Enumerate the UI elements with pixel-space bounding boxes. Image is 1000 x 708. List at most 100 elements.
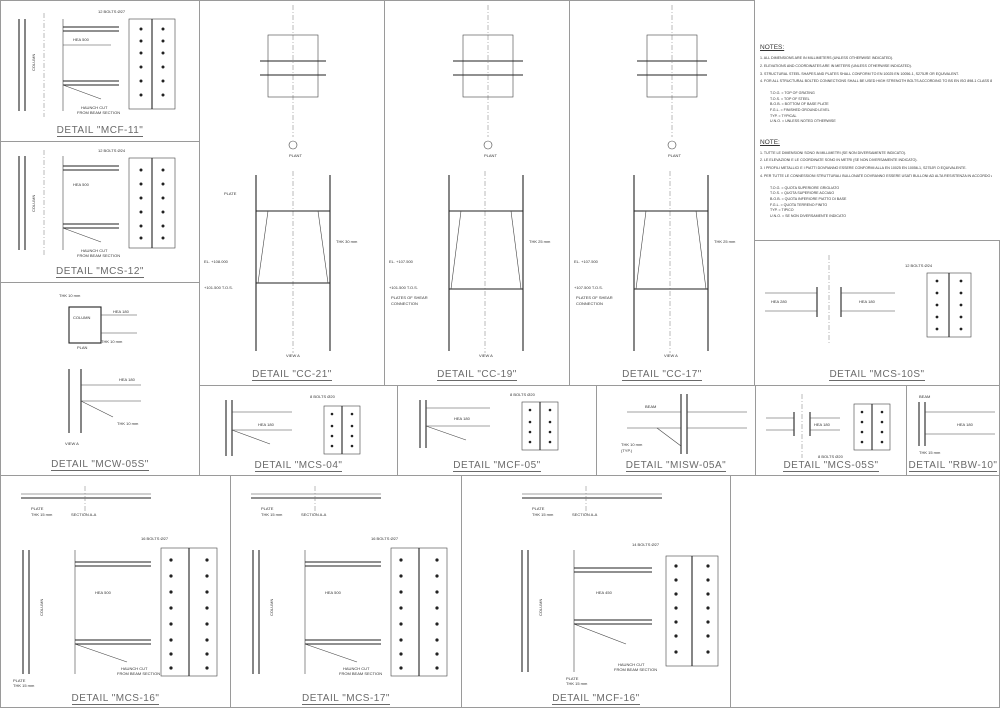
notes-block: NOTES: 1. ALL DIMENSIONS ARE IN MILLIMET… (760, 44, 992, 219)
section-label: SECTION A-A (572, 512, 598, 517)
haunch-label: HAUNCH CUT (81, 248, 108, 253)
typ-label: (TYP.) (621, 448, 633, 453)
detail-title: DETAIL "MCS-16" (71, 693, 160, 705)
bolts-label: 16 BOLTS Ø27 (371, 536, 399, 541)
elevation-label: EL. +107.500 (389, 259, 414, 264)
bolts-label: 12 BOLTS Ø24 (98, 148, 126, 153)
detail-mcs-04: HEA 180 8 BOLTS Ø20 DETAIL "MCS-04" (199, 385, 398, 476)
note-item: 2. ELEVATIONS AND COORDINATES ARE IN MET… (760, 63, 912, 68)
plan-label: PLANT (289, 153, 302, 158)
thickness-label: THK 10 mm (621, 442, 643, 447)
detail-title: DETAIL "MCS-04" (254, 460, 343, 472)
detail-cc-19: PLANT EL. +107.500 +101.500 T.O.S. THK 2… (384, 0, 570, 386)
section-label: HEA 500 (73, 182, 90, 187)
detail-mcf-05-drawing: HEA 180 8 BOLTS Ø20 (419, 392, 559, 451)
abbrev-item: T.O.G. = TOP OF GRATING (770, 91, 815, 96)
detail-title: DETAIL "CC-17" (622, 369, 702, 381)
view-label: VIEW A (286, 353, 300, 358)
bolt-group (935, 279, 963, 331)
detail-title: DETAIL "MCS-12" (56, 266, 144, 278)
detail-mcs-05s: HEA 180 8 BOLTS Ø20 DETAIL "MCS-05S" (755, 385, 907, 476)
detail-cc-19-drawing: PLANT EL. +107.500 +101.500 T.O.S. THK 2… (389, 5, 551, 358)
detail-title: DETAIL "CC-19" (437, 369, 517, 381)
note-item-it: 4. PER TUTTE LE CONNESSIONI STRUTTURALI … (760, 174, 992, 179)
column-label: COLUMN (269, 599, 274, 616)
haunch-label: HAUNCH CUT (81, 105, 108, 110)
haunch-label: HAUNCH CUT (618, 662, 645, 667)
note-item: 4. FOR ALL STRUCTURAL BOLTED CONNECTIONS… (760, 79, 992, 84)
haunch-label-2: FROM BEAM SECTION (339, 671, 382, 676)
elevation-label-2: +101.500 T.O.S. (204, 285, 233, 290)
abbrev-item-it: F.G.L. = QUOTA TERRENO FINITO (770, 202, 828, 207)
detail-mcs-17: PLATE THK 15 mm SECTION A-A COLUMN HEA 5… (230, 475, 462, 708)
column-label: COLUMN (73, 315, 90, 320)
bolt-group (674, 564, 710, 654)
detail-mcf-16: PLATE THK 15 mm SECTION A-A COLUMN HEA 4… (461, 475, 731, 708)
bolt-group (169, 558, 209, 670)
thickness-label-2: THK 10 mm (101, 339, 123, 344)
detail-cc-17: PLANT EL. +107.500 +107.500 T.O.S. THK 2… (569, 0, 755, 386)
section-label-2: HEA 500 (325, 590, 342, 595)
section-label: SECTION A-A (301, 512, 327, 517)
bolts-label: 8 BOLTS Ø20 (310, 394, 336, 399)
section-label: HEA 180 (113, 309, 130, 314)
plate-label: PLATE (31, 506, 44, 511)
thickness-label-2: THK 15 mm (566, 681, 588, 686)
bolt-group (330, 412, 354, 448)
elevation-label-2: +101.500 T.O.S. (389, 285, 418, 290)
thickness-label: THK 25 mm (714, 239, 736, 244)
detail-mcf-05: HEA 180 8 BOLTS Ø20 DETAIL "MCF-05" (397, 385, 597, 476)
plan-label: PLANT (668, 153, 681, 158)
beam-label: BEAM (919, 394, 930, 399)
detail-cc-21-drawing: PLANT EL. +108.000 +101.500 T.O.S. THK 3… (204, 5, 358, 358)
haunch-label-2: FROM BEAM SECTION (614, 667, 657, 672)
detail-mcf-11-drawing: 12 BOLTS Ø27 COLUMN HEA 500 HAUNCH CUT F… (18, 9, 176, 117)
detail-mcs-10s: HEA 280 HEA 180 12 BOLTS Ø24 DETAIL "MCS… (754, 240, 1000, 386)
plates-label-2: CONNECTION (391, 301, 418, 306)
view-label: VIEW A (479, 353, 493, 358)
section-label-2: HEA 450 (596, 590, 613, 595)
plate-label: PLATE (261, 506, 274, 511)
note-item-it: 1. TUTTE LE DIMENSIONI SONO IN MILLIMETR… (760, 150, 906, 155)
detail-misw-05a: BEAM THK 10 mm (TYP.) DETAIL "MISW-05A" (596, 385, 756, 476)
empty-cell (730, 475, 1000, 708)
section-label-2: HEA 500 (95, 590, 112, 595)
view-label: VIEW A (664, 353, 678, 358)
abbrev-item: T.O.S. = TOP OF STEEL (770, 96, 810, 101)
section-label: HEA 180 (454, 416, 471, 421)
section-label: HEA 280 (771, 299, 788, 304)
detail-mcs-04-drawing: HEA 180 8 BOLTS Ø20 (225, 394, 361, 456)
plate-label: PLATE (532, 506, 545, 511)
haunch-label: HAUNCH CUT (121, 666, 148, 671)
abbrev-item: B.O.B. = BOTTOM OF BASE PLATE (770, 102, 829, 107)
plates-label: PLATES OF SHEAR (391, 295, 428, 300)
plan-label: PLAN (77, 345, 88, 350)
detail-mcf-11: 12 BOLTS Ø27 COLUMN HEA 500 HAUNCH CUT F… (0, 0, 200, 142)
thickness-label: THK 15 mm (31, 512, 53, 517)
notes-panel (754, 0, 1000, 241)
detail-mcs-12-drawing: 12 BOLTS Ø24 COLUMN HEA 500 HAUNCH CUT F… (18, 148, 176, 258)
detail-title: DETAIL "MCS-10S" (829, 369, 925, 381)
detail-mcw-05s: THK 10 mm COLUMN HEA 180 PLAN THK 10 mm … (0, 282, 200, 476)
elevation-label-2: +107.500 T.O.S. (574, 285, 603, 290)
section-label: HEA 500 (73, 37, 90, 42)
bolts-label: 8 BOLTS Ø20 (510, 392, 536, 397)
detail-title: DETAIL "MCS-17" (302, 693, 390, 705)
bolt-group (139, 168, 165, 240)
column-label: COLUMN (31, 54, 36, 71)
detail-cc-21: PLANT EL. +108.000 +101.500 T.O.S. THK 3… (199, 0, 385, 386)
view-label: VIEW A (65, 441, 79, 446)
detail-title: DETAIL "MCF-16" (552, 693, 640, 705)
elevation-label: EL. +107.500 (574, 259, 599, 264)
column-label: COLUMN (31, 195, 36, 212)
bolt-group (139, 27, 165, 97)
bolts-label: 14 BOLTS Ø27 (632, 542, 660, 547)
column-label: COLUMN (538, 599, 543, 616)
abbrev-item: TYP. = TYPICAL (770, 113, 797, 118)
note-item-it: 3. I PROFILI METALLICI E I PIATTI DOVRAN… (760, 166, 967, 171)
abbrev-item-it: U.N.O. = SE NON DIVERSAMENTE INDICATO (770, 213, 847, 218)
beam-label: BEAM (645, 404, 656, 409)
section-label: HEA 180 (258, 422, 275, 427)
plates-label-2: CONNECTION (576, 301, 603, 306)
